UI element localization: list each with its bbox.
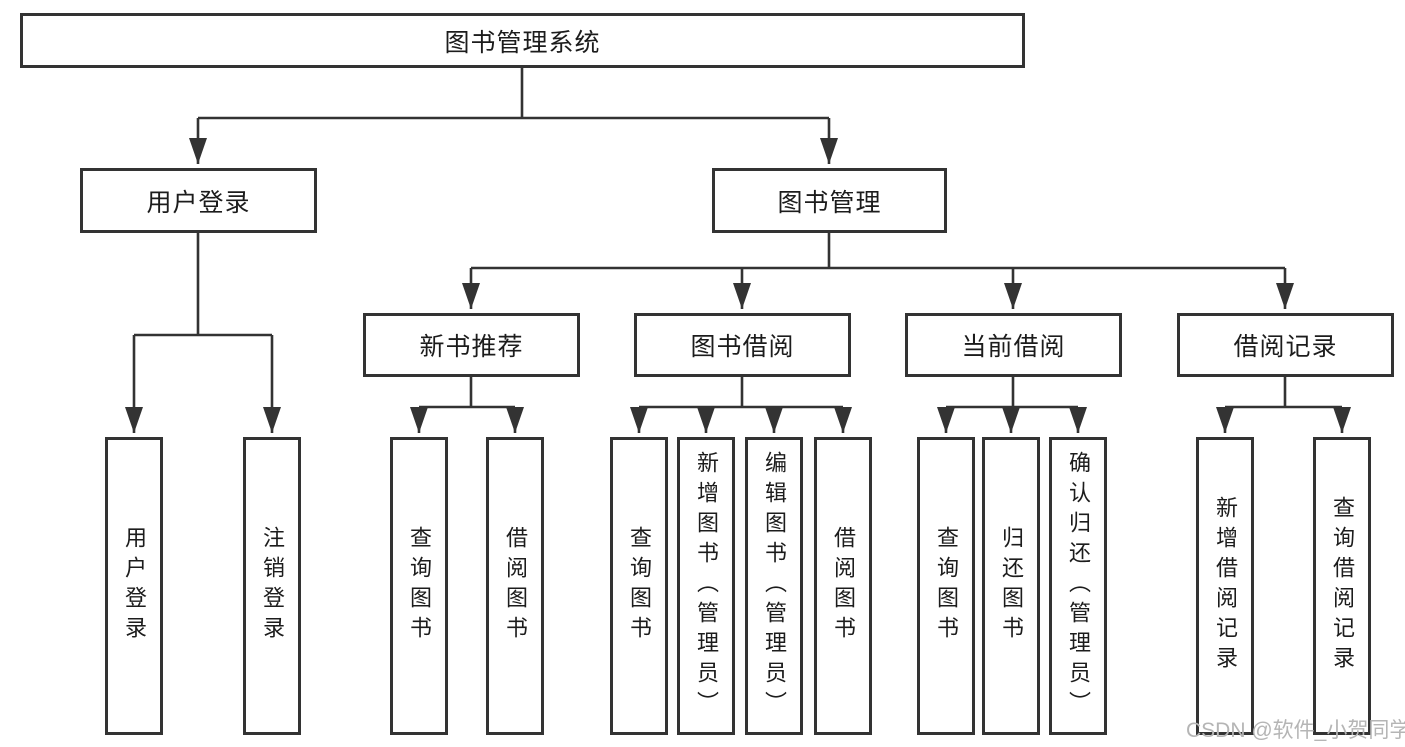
leaf-query-books-borrow-label: 查询图书 <box>627 526 652 646</box>
node-library-system: 图书管理系统 <box>20 13 1025 68</box>
node-current-borrowing: 当前借阅 <box>905 313 1122 377</box>
node-borrowing-records: 借阅记录 <box>1177 313 1394 377</box>
leaf-query-books-current-label: 查询图书 <box>934 526 959 646</box>
leaf-return-books-label: 归还图书 <box>999 526 1024 646</box>
leaf-add-borrow-record-label: 新增借阅记录 <box>1213 496 1238 676</box>
node-book-management: 图书管理 <box>712 168 947 233</box>
node-new-book-recommendation: 新书推荐 <box>363 313 580 377</box>
node-borrowing-records-label: 借阅记录 <box>1233 333 1338 361</box>
leaf-borrow-books: 借阅图书 <box>814 437 872 735</box>
leaf-query-borrow-record: 查询借阅记录 <box>1313 437 1371 735</box>
leaf-query-books-borrow: 查询图书 <box>610 437 668 735</box>
leaf-query-books-current: 查询图书 <box>917 437 975 735</box>
leaf-confirm-return-admin-label: 确认归还（管理员） <box>1066 451 1091 721</box>
node-book-management-label: 图书管理 <box>777 188 882 217</box>
leaf-add-book-admin: 新增图书（管理员） <box>677 437 735 735</box>
leaf-borrow-books-label: 借阅图书 <box>831 526 856 646</box>
leaf-add-borrow-record: 新增借阅记录 <box>1196 437 1254 735</box>
leaf-confirm-return-admin: 确认归还（管理员） <box>1049 437 1107 735</box>
leaf-user-login: 用户登录 <box>105 437 163 735</box>
leaf-query-borrow-record-label: 查询借阅记录 <box>1330 496 1355 676</box>
node-book-borrowing: 图书借阅 <box>634 313 851 377</box>
leaf-edit-book-admin: 编辑图书（管理员） <box>745 437 803 735</box>
leaf-return-books: 归还图书 <box>982 437 1040 735</box>
leaf-add-book-admin-label: 新增图书（管理员） <box>694 451 719 721</box>
leaf-logout-label: 注销登录 <box>260 526 285 646</box>
leaf-borrow-books-recommend: 借阅图书 <box>486 437 544 735</box>
leaf-query-books-recommend-label: 查询图书 <box>407 526 432 646</box>
leaf-logout: 注销登录 <box>243 437 301 735</box>
leaf-query-books-recommend: 查询图书 <box>390 437 448 735</box>
leaf-borrow-books-recommend-label: 借阅图书 <box>503 526 528 646</box>
csdn-watermark: CSDN @软件_小贺同学 <box>1186 719 1405 742</box>
leaf-edit-book-admin-label: 编辑图书（管理员） <box>762 451 787 721</box>
node-library-system-label: 图书管理系统 <box>444 28 601 57</box>
node-new-book-recommendation-label: 新书推荐 <box>419 333 524 361</box>
node-current-borrowing-label: 当前借阅 <box>961 333 1066 361</box>
node-user-login: 用户登录 <box>80 168 317 233</box>
leaf-user-login-label: 用户登录 <box>122 526 147 646</box>
node-book-borrowing-label: 图书借阅 <box>690 333 795 361</box>
node-user-login-label: 用户登录 <box>146 188 251 217</box>
